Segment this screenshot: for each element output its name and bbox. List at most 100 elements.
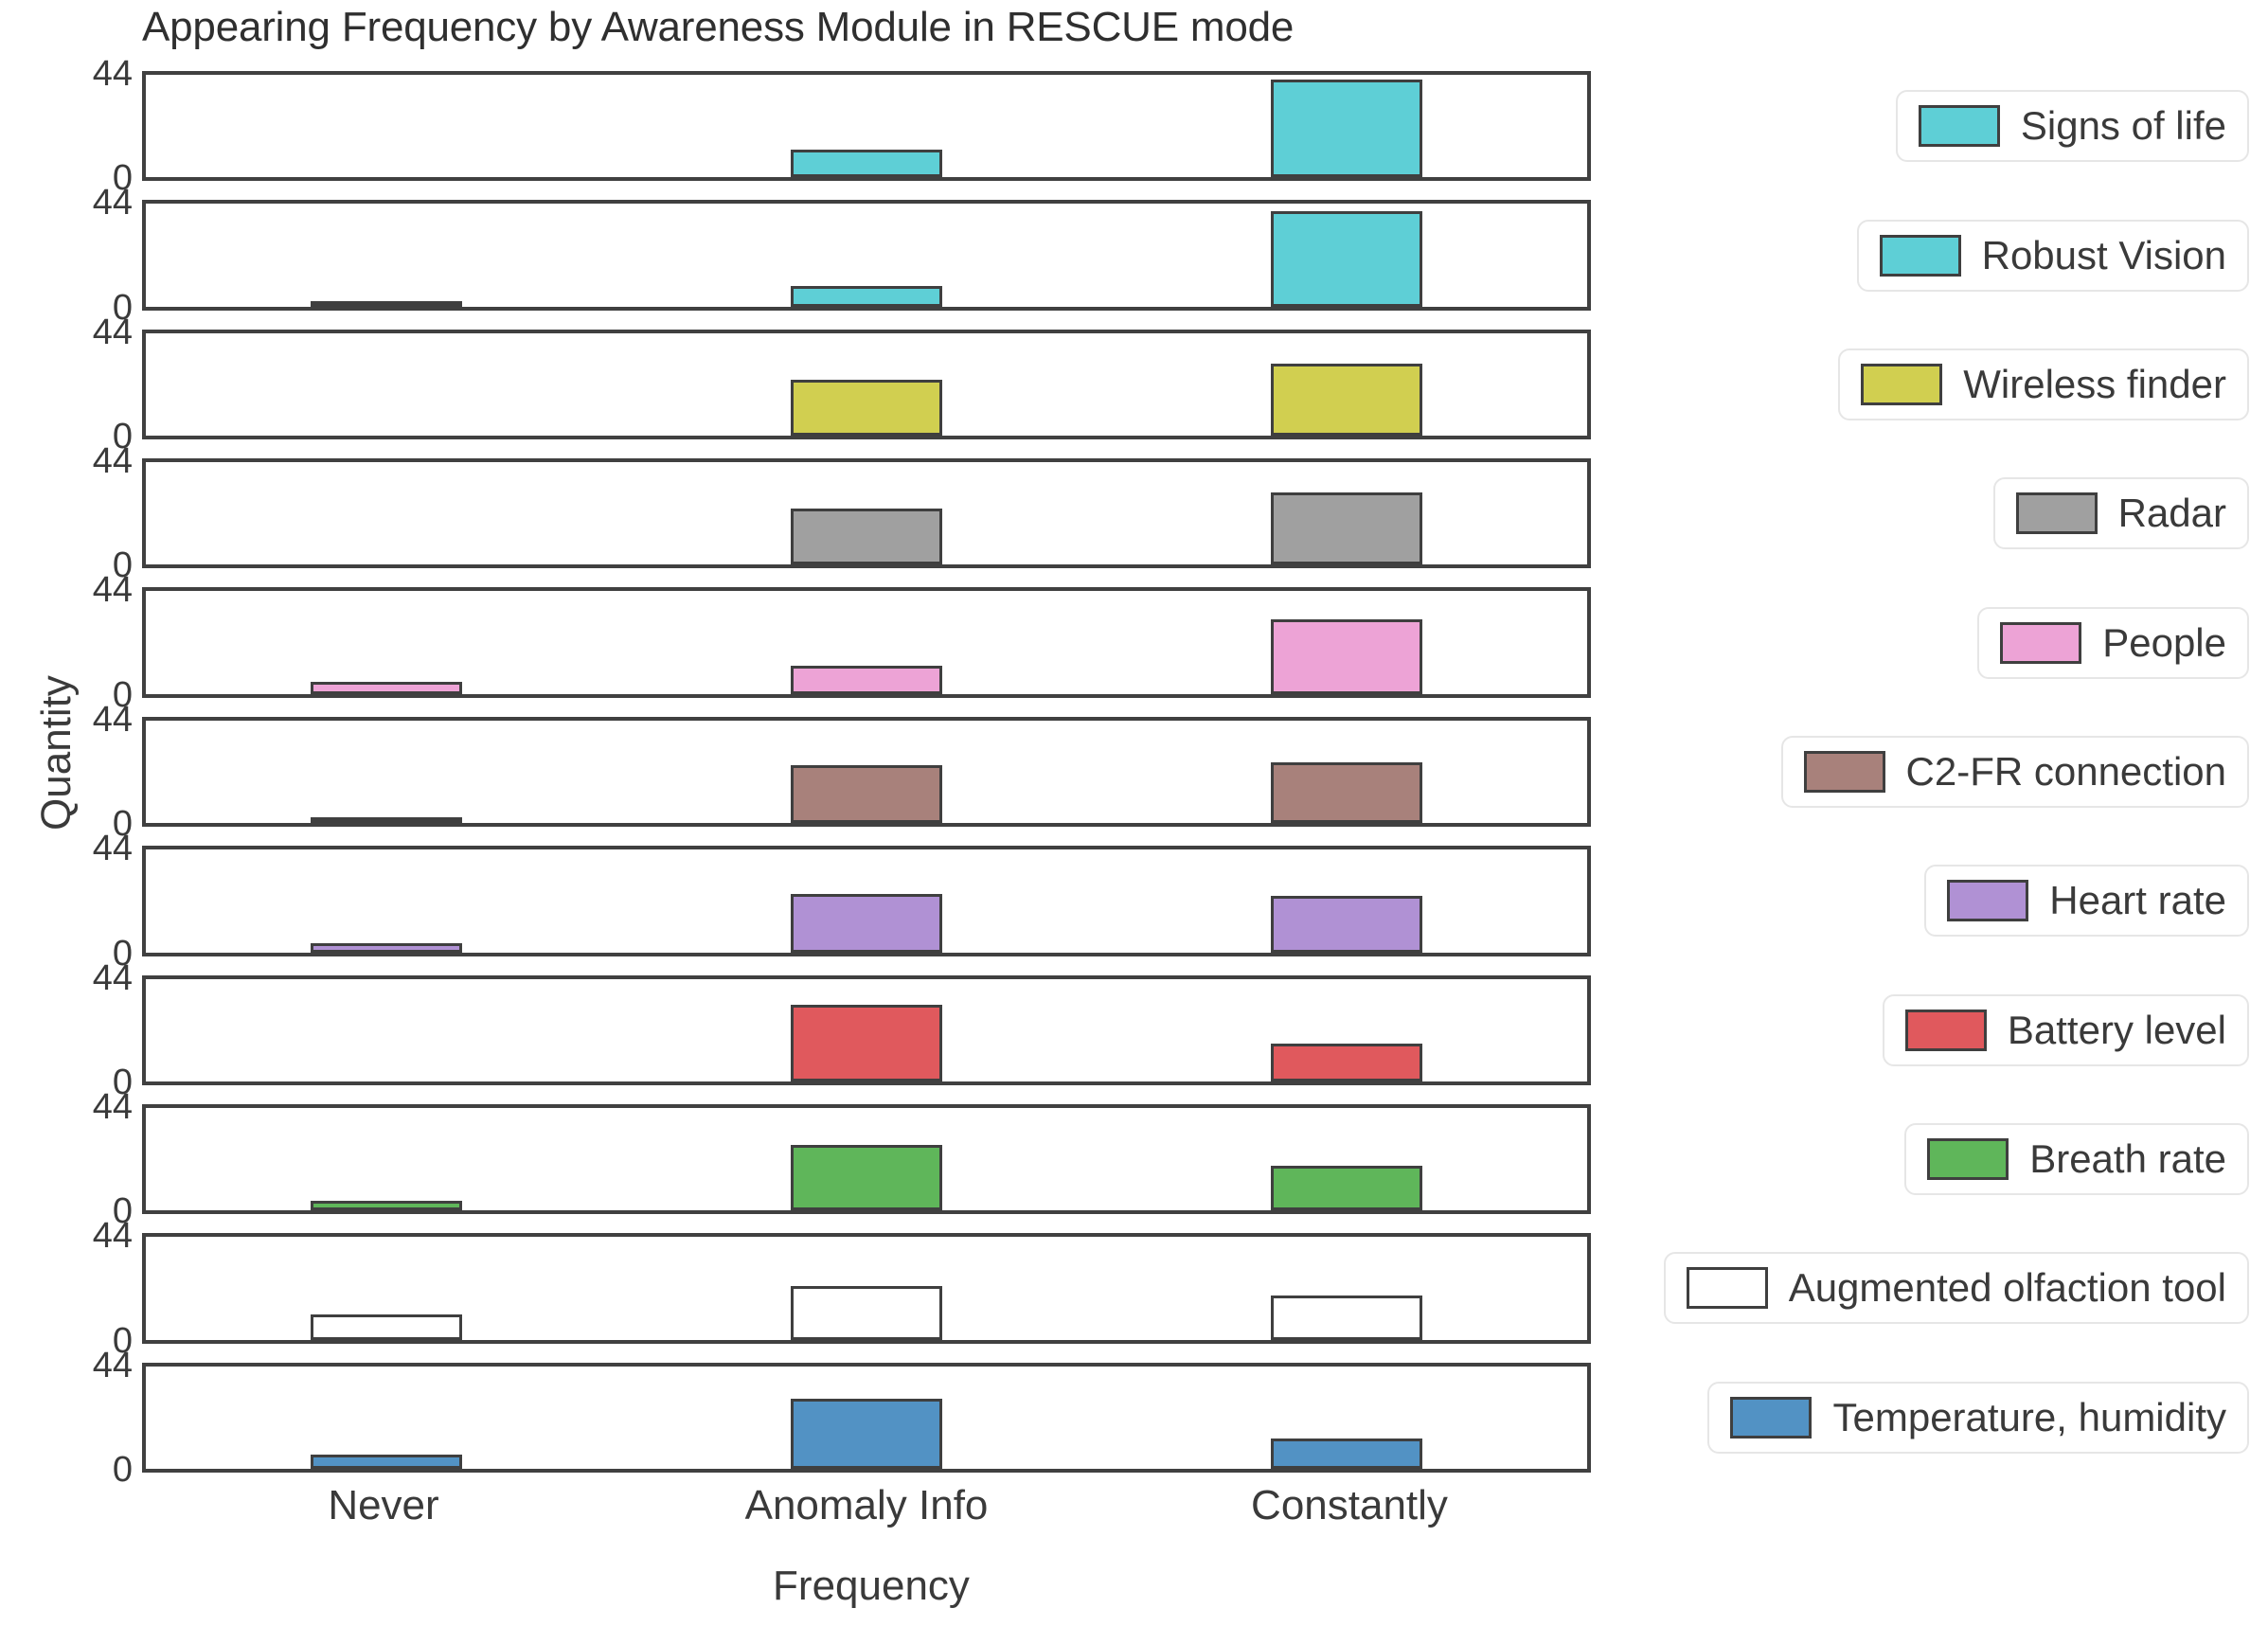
y-tick-min: 0 xyxy=(112,1320,133,1361)
bar[interactable] xyxy=(1271,1295,1423,1340)
bar[interactable] xyxy=(790,149,942,178)
y-axis-label: Quantity xyxy=(33,675,80,831)
legend-swatch-icon xyxy=(1947,880,2029,921)
legend-item-label: Augmented olfaction tool xyxy=(1788,1265,2226,1310)
bar-slot-constantly xyxy=(1107,979,1587,1081)
bar-slot-anomaly-info xyxy=(626,1108,1106,1211)
bar[interactable] xyxy=(310,682,462,694)
y-tick-min: 0 xyxy=(112,1449,133,1490)
legend-item-label: Robust Vision xyxy=(1981,233,2226,277)
bar-slot-constantly xyxy=(1107,849,1587,953)
bar-slot-anomaly-info xyxy=(626,849,1106,953)
bar-slot-never xyxy=(146,849,626,953)
bar-slot-never xyxy=(146,462,626,564)
bar[interactable] xyxy=(790,285,942,307)
bar[interactable] xyxy=(1271,762,1423,824)
y-tick-max: 44 xyxy=(92,183,133,223)
bar[interactable] xyxy=(1271,363,1423,437)
legend-item-wireless-finder[interactable]: Wireless finder xyxy=(1838,348,2249,420)
bar[interactable] xyxy=(790,379,942,437)
subplot-wireless-finder: 44 0 xyxy=(93,314,1591,455)
legend-swatch-icon xyxy=(1927,1138,2009,1180)
legend-swatch-icon xyxy=(1686,1267,1768,1309)
bar[interactable] xyxy=(790,1004,942,1081)
y-tick-max: 44 xyxy=(92,957,133,998)
legend-swatch-icon xyxy=(1918,105,2000,147)
bar-slot-anomaly-info xyxy=(626,333,1106,437)
bar-slot-constantly xyxy=(1107,1108,1587,1211)
bar-slot-constantly xyxy=(1107,1237,1587,1340)
bar-slot-anomaly-info xyxy=(626,75,1106,178)
bar[interactable] xyxy=(1271,619,1423,694)
bar[interactable] xyxy=(1271,1044,1423,1081)
legend-item-label: Breath rate xyxy=(2029,1136,2226,1181)
bar[interactable] xyxy=(790,1399,942,1469)
bar[interactable] xyxy=(310,1455,462,1469)
bar-group xyxy=(146,979,1587,1081)
bar-group xyxy=(146,591,1587,694)
legend-item-robust-vision[interactable]: Robust Vision xyxy=(1856,220,2249,292)
bar[interactable] xyxy=(310,1313,462,1340)
legend-item-label: Signs of life xyxy=(2020,103,2226,148)
bar[interactable] xyxy=(1271,1166,1423,1211)
legend-item-breath-rate[interactable]: Breath rate xyxy=(1904,1123,2249,1195)
bar-slot-never xyxy=(146,591,626,694)
bar[interactable] xyxy=(790,509,942,565)
y-tick-min: 0 xyxy=(112,1062,133,1102)
legend-item-label: Heart rate xyxy=(2049,878,2226,922)
bar[interactable] xyxy=(790,764,942,824)
subplot-breath-rate: 44 0 xyxy=(93,1089,1591,1229)
bar[interactable] xyxy=(1271,896,1423,953)
subplot-heart-rate: 44 0 xyxy=(93,831,1591,972)
legend-item-signs-of-life[interactable]: Signs of life xyxy=(1895,90,2249,162)
bar[interactable] xyxy=(1271,1438,1423,1469)
legend-item-radar[interactable]: Radar xyxy=(1992,477,2249,549)
bar[interactable] xyxy=(790,666,942,694)
legend-item-temperature-humidity[interactable]: Temperature, humidity xyxy=(1707,1382,2249,1454)
bar-slot-anomaly-info xyxy=(626,1367,1106,1469)
bar-group xyxy=(146,1108,1587,1211)
y-tick-max: 44 xyxy=(92,1086,133,1127)
bar[interactable] xyxy=(1271,492,1423,565)
bar-slot-anomaly-info xyxy=(626,721,1106,824)
x-tick-never: Never xyxy=(328,1482,439,1528)
y-tick-max: 44 xyxy=(92,54,133,94)
bar[interactable] xyxy=(790,1285,942,1340)
bar[interactable] xyxy=(790,893,942,953)
chart-title: Appearing Frequency by Awareness Module … xyxy=(142,4,1295,50)
y-tick-max: 44 xyxy=(92,312,133,352)
bar[interactable] xyxy=(790,1145,942,1211)
legend-item-people[interactable]: People xyxy=(1977,607,2249,679)
y-tick-min: 0 xyxy=(112,1191,133,1232)
plot-area: Appearing Frequency by Awareness Module … xyxy=(33,4,1591,1609)
y-tick-min: 0 xyxy=(112,417,133,457)
bar-slot-never xyxy=(146,204,626,307)
legend-item-augmented-olfaction-tool[interactable]: Augmented olfaction tool xyxy=(1663,1252,2249,1324)
bar-group xyxy=(146,333,1587,437)
y-tick-max: 44 xyxy=(92,829,133,869)
bar[interactable] xyxy=(1271,210,1423,307)
bar[interactable] xyxy=(310,817,462,824)
bar-group xyxy=(146,1237,1587,1340)
legend-item-c2-fr-connection[interactable]: C2-FR connection xyxy=(1780,736,2249,808)
legend-item-battery-level[interactable]: Battery level xyxy=(1882,994,2249,1066)
y-tick-max: 44 xyxy=(92,1216,133,1257)
y-tick-min: 0 xyxy=(112,933,133,974)
bar-group xyxy=(146,204,1587,307)
bar[interactable] xyxy=(310,300,462,307)
bar-slot-constantly xyxy=(1107,462,1587,565)
bar[interactable] xyxy=(310,942,462,953)
bar[interactable] xyxy=(310,1201,462,1211)
bar-group xyxy=(146,849,1587,953)
legend-item-heart-rate[interactable]: Heart rate xyxy=(1924,865,2249,937)
legend-item-label: Temperature, humidity xyxy=(1832,1395,2226,1439)
x-axis-label: Frequency xyxy=(773,1563,970,1609)
x-tick-constantly: Constantly xyxy=(1251,1482,1448,1528)
bar-slot-constantly xyxy=(1107,1367,1587,1469)
bar[interactable] xyxy=(1271,79,1423,178)
